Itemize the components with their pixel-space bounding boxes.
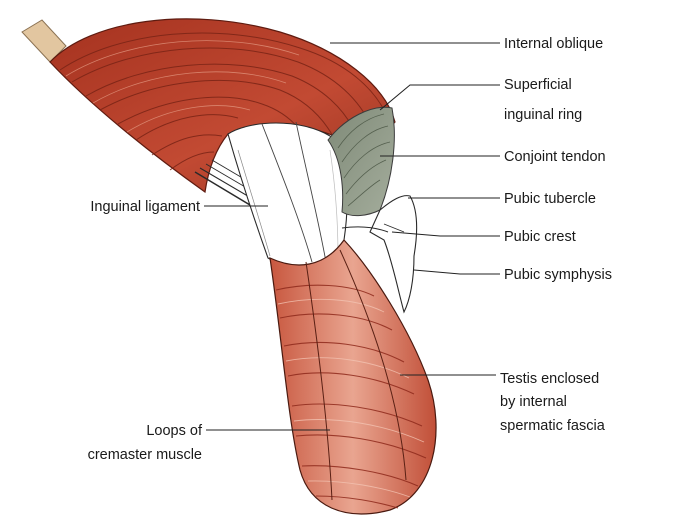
label-cremaster-line2: cremaster muscle [88, 447, 202, 463]
label-conjoint-tendon: Conjoint tendon [504, 149, 606, 165]
leader-pubic-symphysis [414, 270, 500, 274]
label-inguinal-ligament: Inguinal ligament [90, 199, 200, 215]
label-pubic-crest: Pubic crest [504, 229, 576, 245]
label-testis-line3: spermatic fascia [500, 418, 606, 434]
label-superficial-ring-line1: Superficial [504, 77, 572, 93]
label-testis-line1: Testis enclosed [500, 371, 599, 387]
leader-superficial-ring [380, 85, 500, 110]
label-internal-oblique: Internal oblique [504, 36, 603, 52]
label-cremaster-line1: Loops of [146, 423, 203, 439]
label-superficial-ring-line2: inguinal ring [504, 107, 582, 123]
label-pubic-symphysis: Pubic symphysis [504, 267, 612, 283]
label-pubic-tubercle: Pubic tubercle [504, 191, 596, 207]
label-testis-line2: by internal [500, 394, 567, 410]
